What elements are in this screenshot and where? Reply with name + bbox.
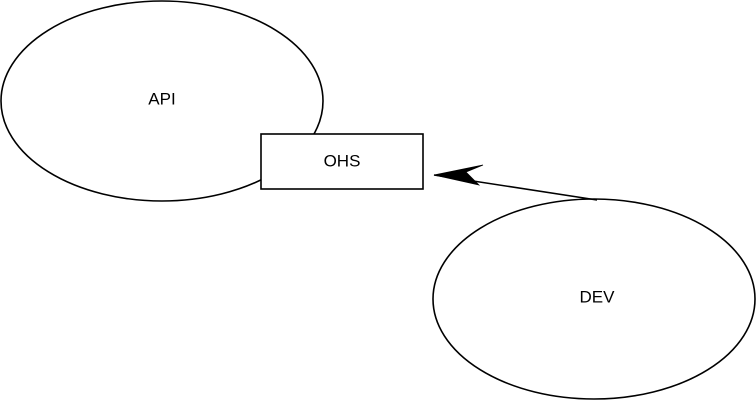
- ohs-rectangle-shape[interactable]: [260, 133, 424, 190]
- node-ohs[interactable]: OHS: [260, 133, 424, 190]
- api-ellipse-shape[interactable]: [0, 0, 324, 202]
- ohs-node-label: OHS: [324, 151, 361, 170]
- dev-node-label: DEV: [580, 287, 616, 306]
- api-node-label: API: [148, 89, 175, 108]
- node-api[interactable]: API: [0, 0, 324, 202]
- arrowhead-icon: [433, 164, 484, 186]
- edge-dev-to-ohs[interactable]: [433, 164, 598, 201]
- node-dev[interactable]: DEV: [432, 198, 756, 400]
